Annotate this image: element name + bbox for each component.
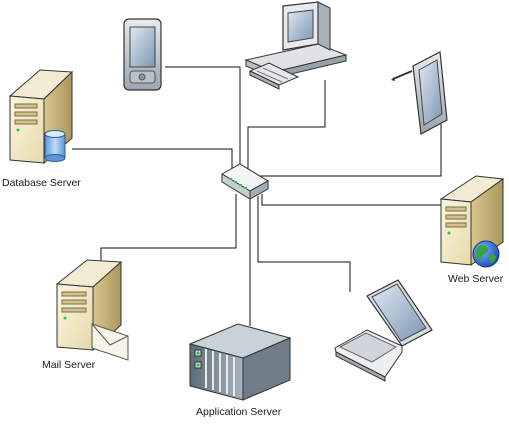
desktop-computer-icon xyxy=(244,1,348,90)
mail-server-icon xyxy=(55,259,129,361)
envelope-icon xyxy=(91,323,129,361)
pda-icon xyxy=(123,18,162,91)
web-server-icon xyxy=(439,175,505,268)
edge-switch-workstation xyxy=(247,80,326,172)
database-server-label: Database Server xyxy=(2,177,81,189)
edge-switch-tablet xyxy=(251,124,442,177)
globe-icon xyxy=(472,240,500,268)
laptop-icon xyxy=(334,279,433,382)
network-switch-icon xyxy=(221,163,269,200)
application-server-icon xyxy=(188,323,292,401)
tablet-pc-icon xyxy=(391,51,448,135)
database-icon xyxy=(44,130,66,162)
edge-switch-laptop xyxy=(257,196,351,292)
edge-switch-pda xyxy=(165,66,241,172)
edge-switch-web-server xyxy=(261,194,443,206)
edge-switch-database-server xyxy=(72,148,233,176)
application-server-label: Application Server xyxy=(196,406,282,418)
database-server-icon xyxy=(8,69,74,165)
web-server-label: Web Server xyxy=(448,273,504,285)
mail-server-label: Mail Server xyxy=(42,359,96,371)
edge-switch-mail-server xyxy=(100,194,237,267)
